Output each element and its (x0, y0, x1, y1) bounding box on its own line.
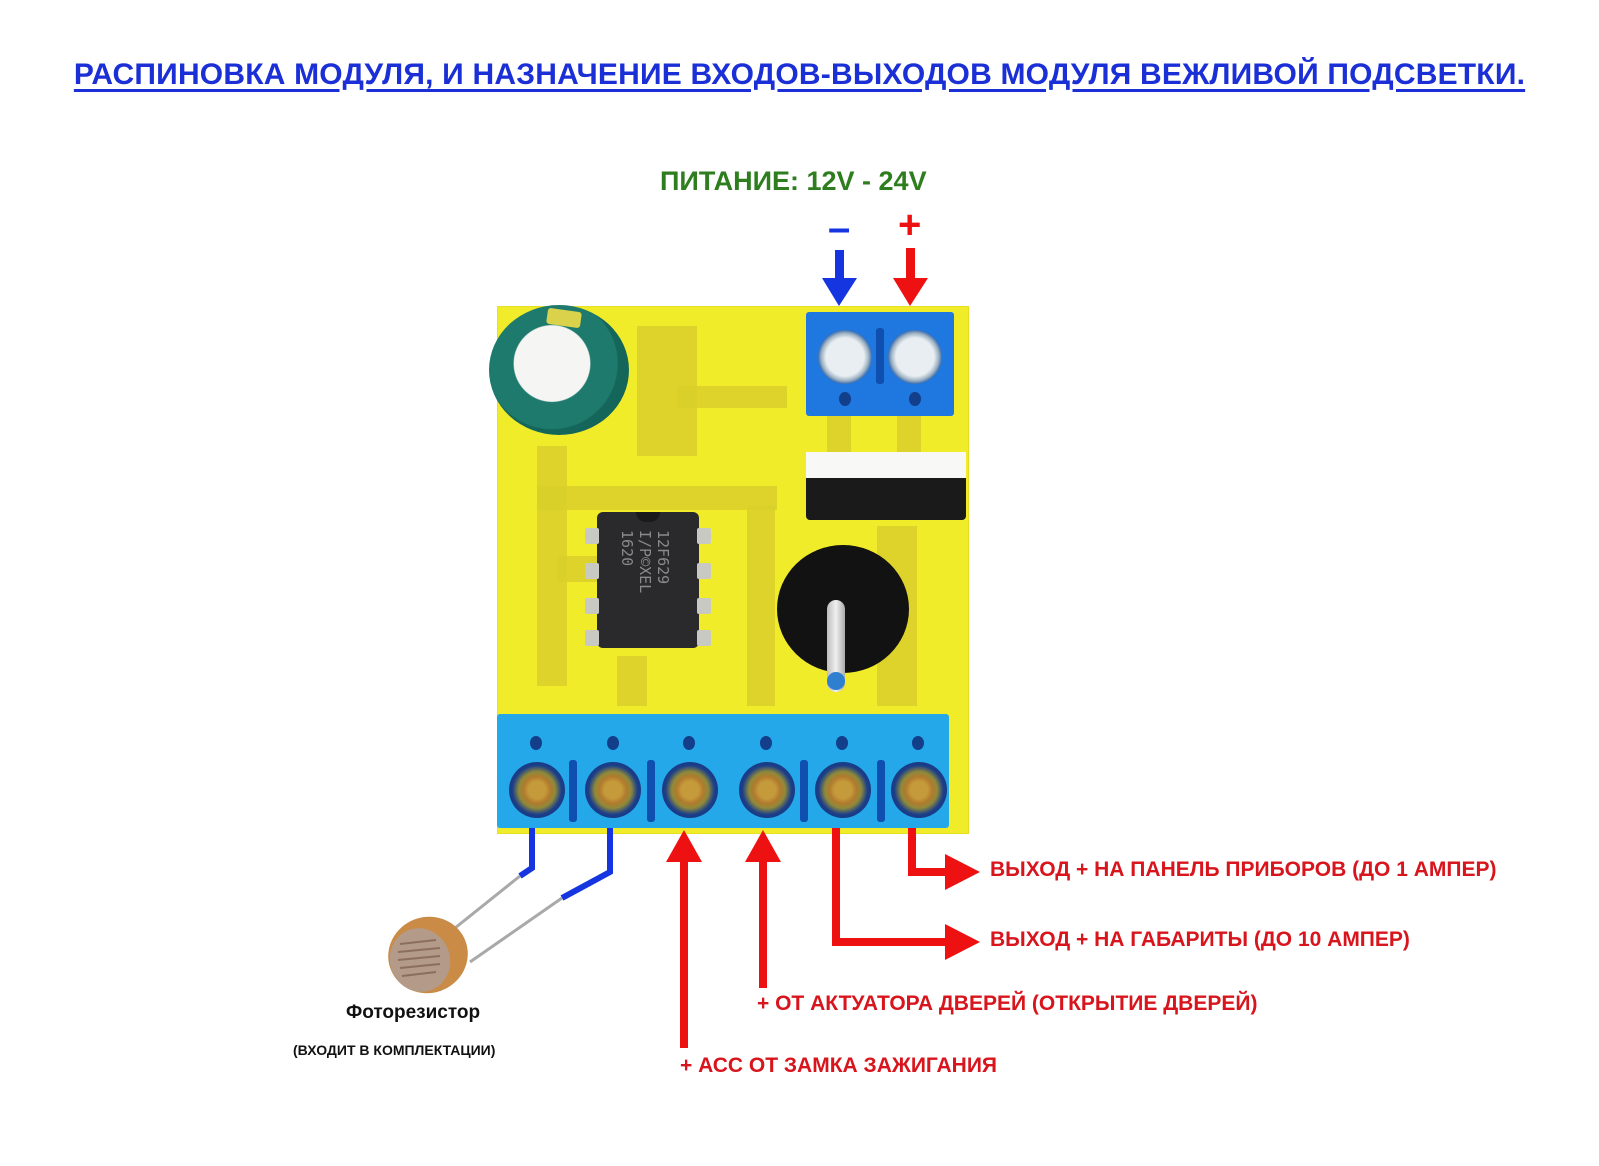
wire-entry-hole (760, 736, 772, 750)
power-terminal-negative-screw[interactable] (818, 330, 872, 384)
chip-pin (585, 630, 599, 646)
terminal-divider (647, 760, 655, 822)
wire-entry-hole (607, 736, 619, 750)
voltage-regulator-tab (806, 452, 966, 480)
dashboard-output-arrow (908, 828, 980, 890)
chip-notch (636, 512, 660, 522)
power-supply-label: ПИТАНИЕ: 12V - 24V (660, 166, 927, 196)
io-terminal-block (497, 714, 949, 828)
acc-input-label: + АСС ОТ ЗАМКА ЗАЖИГАНИЯ (680, 1054, 998, 1077)
wire-entry-hole (836, 736, 848, 750)
terminal-divider (876, 328, 884, 384)
chip-pin (697, 528, 711, 544)
photoresistor-included-note: (ВХОДИТ В КОМПЛЕКТАЦИИ) (293, 1042, 496, 1058)
component-lead (827, 600, 845, 692)
positive-power-arrow (893, 248, 928, 306)
door-input-label: + ОТ АКТУАТОРА ДВЕРЕЙ (ОТКРЫТИЕ ДВЕРЕЙ) (757, 992, 1258, 1015)
wire-entry-hole (912, 736, 924, 750)
terminal-screw-door[interactable] (739, 762, 795, 818)
chip-pin (697, 563, 711, 579)
parking-output-label: ВЫХОД + НА ГАБАРИТЫ (ДО 10 АМПЕР) (990, 928, 1410, 951)
power-terminal-positive-screw[interactable] (888, 330, 942, 384)
negative-polarity-sign: – (828, 206, 851, 250)
wire-entry-hole (839, 392, 851, 406)
parking-output-arrow (832, 828, 980, 960)
voltage-regulator (806, 478, 966, 520)
photoresistor-label: Фоторезистор (346, 1002, 481, 1023)
chip-pin (697, 598, 711, 614)
wire-entry-hole (683, 736, 695, 750)
electrolytic-capacitor (489, 305, 629, 435)
chip-pin (585, 528, 599, 544)
photoresistor-icon (388, 916, 468, 994)
door-input-arrow (745, 830, 781, 988)
component-lead-tip (827, 672, 845, 690)
terminal-divider (877, 760, 885, 822)
chip-pin (585, 563, 599, 579)
negative-power-arrow (822, 250, 857, 306)
chip-pin (585, 598, 599, 614)
microcontroller-chip (597, 512, 699, 648)
dashboard-output-label: ВЫХОД + НА ПАНЕЛЬ ПРИБОРОВ (ДО 1 АМПЕР) (990, 858, 1497, 881)
terminal-divider (569, 760, 577, 822)
positive-polarity-sign: + (898, 203, 922, 247)
terminal-screw-dashboard[interactable] (891, 762, 947, 818)
acc-input-arrow (666, 830, 702, 1048)
terminal-screw-ldr-1[interactable] (509, 762, 565, 818)
chip-pin (697, 630, 711, 646)
terminal-screw-parking[interactable] (815, 762, 871, 818)
terminal-screw-ldr-2[interactable] (585, 762, 641, 818)
wire-entry-hole (909, 392, 921, 406)
terminal-screw-acc[interactable] (662, 762, 718, 818)
power-terminal-block (806, 312, 954, 416)
wire-entry-hole (530, 736, 542, 750)
page-title: РАСПИНОВКА МОДУЛЯ, И НАЗНАЧЕНИЕ ВХОДОВ-В… (73, 58, 1526, 91)
terminal-divider (800, 760, 808, 822)
